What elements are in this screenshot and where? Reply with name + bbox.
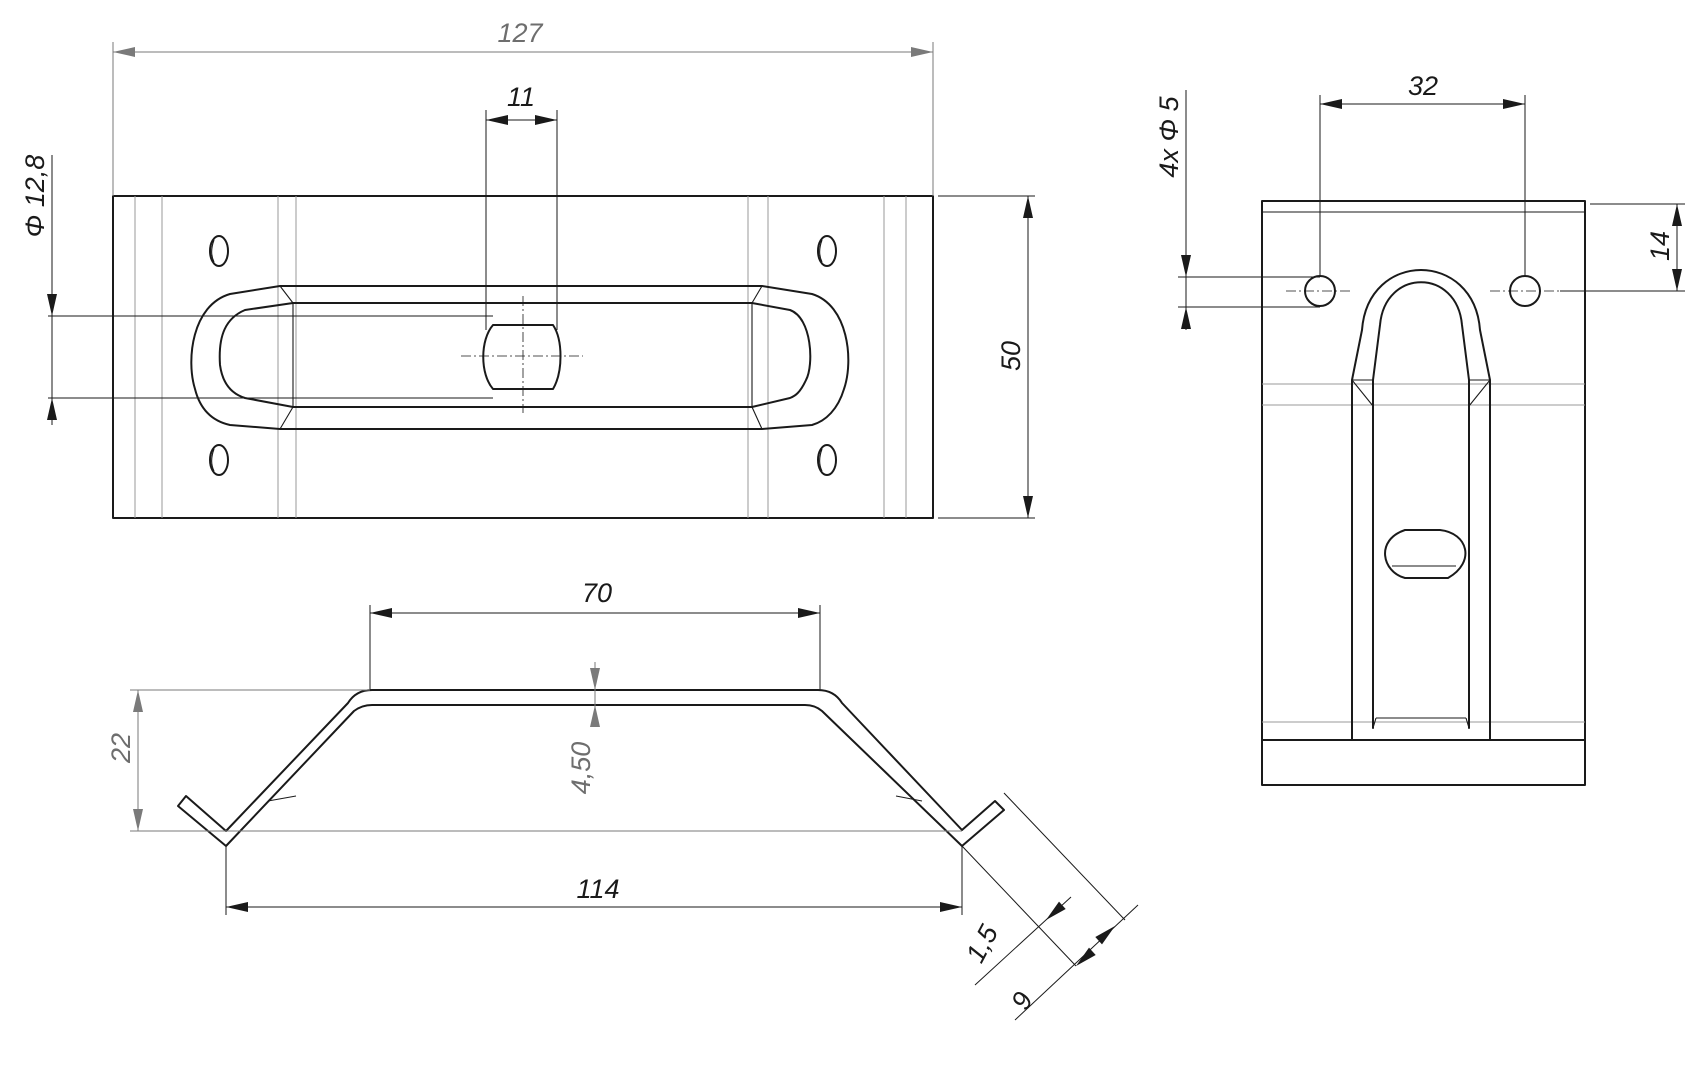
u-tab-outer	[1351, 269, 1491, 741]
mounting-holes-end	[1286, 275, 1560, 307]
profile-outer	[177, 689, 1005, 847]
dim-hole-offset: 14	[1645, 231, 1675, 261]
mounting-holes-top	[209, 235, 837, 476]
dim-offset: 4,50	[566, 742, 596, 795]
u-tab-inner	[1372, 281, 1470, 729]
d-hole	[482, 324, 562, 390]
dim-flange: 9	[1005, 987, 1039, 1014]
dim-hole-spacing: 32	[1408, 71, 1438, 101]
dim-slot-width: 11	[507, 82, 535, 112]
end-view: 32 4x Φ 5 14	[1154, 71, 1685, 786]
slot	[1384, 529, 1467, 579]
dim-hole-callout: 4x Φ 5	[1154, 95, 1184, 177]
dim-overall-width: 50	[996, 341, 1026, 371]
side-view: 70 22 4,50 114 9 1,5	[106, 578, 1139, 1021]
dim-hole-diameter: Φ 12,8	[20, 155, 50, 238]
dim-flat-length: 70	[582, 578, 612, 608]
dim-base-length: 114	[576, 874, 619, 904]
dim-thickness: 1,5	[960, 919, 1005, 967]
top-view: 127 11 50 Φ 12,8	[20, 18, 1035, 519]
dim-height: 22	[106, 733, 136, 764]
dim-overall-length: 127	[497, 18, 543, 48]
